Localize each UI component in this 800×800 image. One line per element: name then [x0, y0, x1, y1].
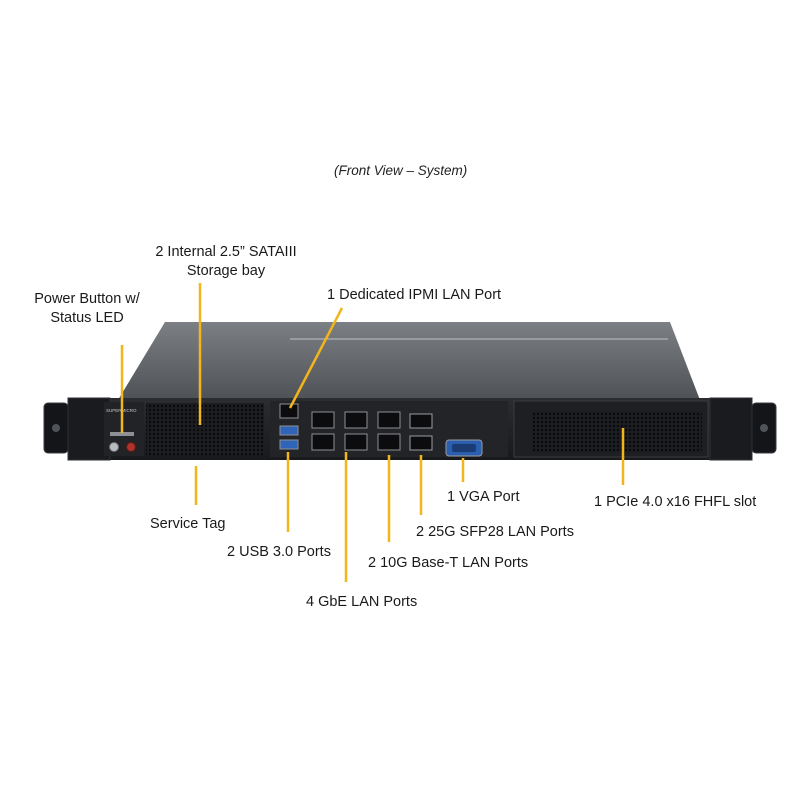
label-ten-g-ports: 2 10G Base-T LAN Ports — [368, 555, 529, 571]
right-rack-ear-hole — [760, 424, 768, 432]
power-button-icon[interactable] — [109, 442, 119, 452]
label-ipmi-port: 1 Dedicated IPMI LAN Port — [327, 287, 502, 303]
label-sfp28-ports: 2 25G SFP28 LAN Ports — [416, 524, 574, 540]
left-handle — [67, 397, 111, 461]
status-led-icon — [126, 442, 136, 452]
storage-bay-vent — [146, 403, 264, 455]
gbe-port-icon[interactable] — [344, 411, 368, 429]
sfp28-port-icon[interactable] — [409, 413, 433, 429]
ipmi-port-icon[interactable] — [279, 403, 299, 419]
led-indicator-strip — [110, 432, 134, 436]
chassis-top-panel — [118, 322, 700, 400]
gbe-port-icon[interactable] — [311, 433, 335, 451]
label-pcie-slot: 1 PCIe 4.0 x16 FHFL slot — [594, 494, 757, 510]
label-storage-bay: 2 Internal 2.5” SATAIII Storage bay — [155, 244, 297, 279]
callout-lines — [120, 283, 625, 582]
left-rack-ear-hole — [52, 424, 60, 432]
vga-port-inner — [452, 444, 476, 452]
label-vga-port: 1 VGA Port — [447, 489, 520, 505]
label-gbe-ports: 4 GbE LAN Ports — [306, 594, 418, 610]
label-service-tag: Service Tag — [150, 516, 226, 532]
gbe-port-icon[interactable] — [311, 411, 335, 429]
ten-g-port-icon[interactable] — [377, 433, 401, 451]
pcie-slot-vent — [532, 411, 702, 453]
ten-g-port-icon[interactable] — [377, 411, 401, 429]
figure-caption: (Front View – System) — [334, 163, 468, 178]
label-usb-ports: 2 USB 3.0 Ports — [227, 544, 331, 560]
usb-port-icon[interactable] — [279, 439, 299, 450]
label-power-button: Power Button w/ Status LED — [34, 291, 140, 326]
gbe-port-icon[interactable] — [344, 433, 368, 451]
sfp28-port-icon[interactable] — [409, 435, 433, 451]
right-handle — [709, 397, 753, 461]
callout-line-ipmi — [288, 307, 344, 409]
usb-port-icon[interactable] — [279, 425, 299, 436]
